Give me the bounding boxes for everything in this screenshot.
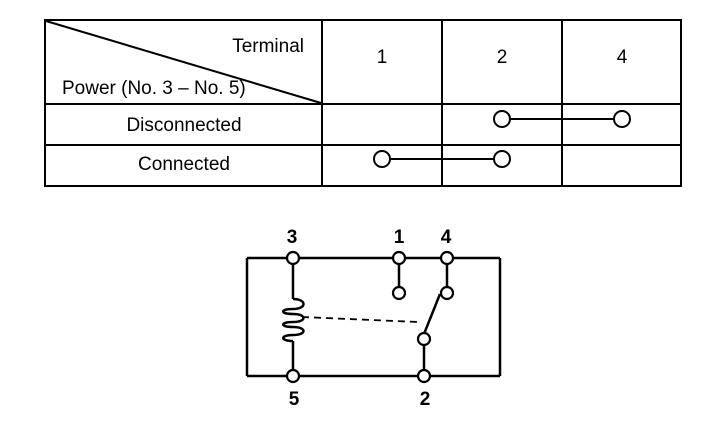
coil: [282, 297, 305, 343]
continuity-node: [613, 110, 631, 128]
terminal-5-label: 5: [289, 389, 300, 410]
terminal-5-node: [285, 368, 301, 384]
terminal-3-node: [285, 250, 301, 266]
armature-blade: [422, 293, 442, 335]
terminal-header-4: 4: [617, 47, 628, 68]
terminal-2-node: [416, 368, 432, 384]
terminal-header-2: 2: [497, 47, 508, 68]
continuity-node: [493, 150, 511, 168]
terminal-3-label: 3: [287, 227, 298, 248]
mechanical-link: [301, 316, 419, 323]
corner-top-label: Terminal: [232, 36, 304, 57]
terminal-4-label: 4: [441, 227, 452, 248]
terminal-2-label: 2: [420, 389, 431, 410]
terminal-header-1: 1: [377, 47, 388, 68]
corner-diagonal: [45, 20, 322, 104]
contact-4-point: [439, 285, 455, 301]
continuity-node: [493, 110, 511, 128]
relay-schematic: [245, 256, 502, 378]
row-label-connected: Connected: [138, 154, 230, 175]
contact-1-point: [391, 285, 407, 301]
row-label-disconnected: Disconnected: [126, 115, 241, 136]
terminal-1-node: [391, 250, 407, 266]
terminal-4-node: [439, 250, 455, 266]
terminal-1-label: 1: [394, 227, 405, 248]
corner-bottom-label: Power (No. 3 – No. 5): [62, 78, 246, 99]
armature-pivot: [416, 331, 432, 347]
continuity-node: [373, 150, 391, 168]
continuity-marks: [373, 110, 631, 168]
